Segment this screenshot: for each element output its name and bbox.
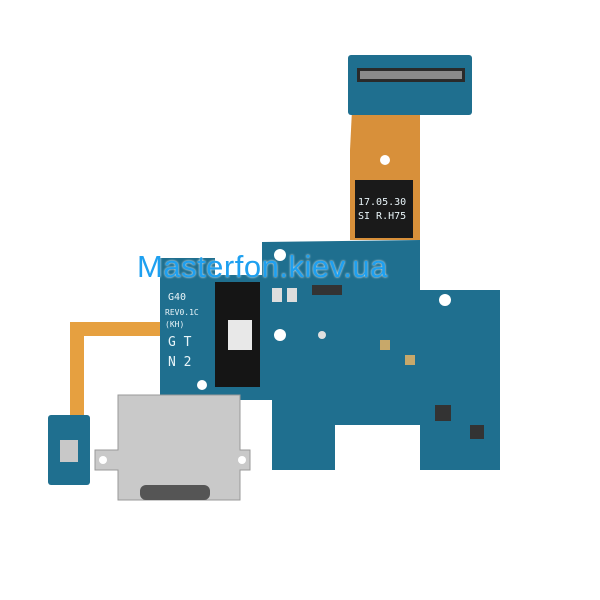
revision-label: REV0.1C bbox=[165, 308, 199, 317]
mount-hole bbox=[439, 294, 451, 306]
top-connector-board bbox=[348, 55, 472, 115]
port-screw-hole bbox=[238, 456, 246, 464]
usb-c-port bbox=[94, 394, 251, 501]
port-screw-hole bbox=[99, 456, 107, 464]
chip-component bbox=[435, 405, 451, 421]
part-code-label: SI R.H75 bbox=[358, 211, 406, 222]
mount-hole bbox=[274, 249, 286, 261]
model-label: G40 bbox=[168, 292, 186, 303]
smd-component bbox=[272, 288, 282, 302]
n2-label: N 2 bbox=[168, 355, 191, 370]
black-stiffener bbox=[355, 180, 413, 238]
mount-hole bbox=[274, 329, 286, 341]
chip-component bbox=[470, 425, 484, 439]
mount-hole bbox=[197, 380, 207, 390]
antenna-connector bbox=[380, 340, 390, 350]
antenna-connector bbox=[405, 355, 415, 365]
connector-pins bbox=[360, 71, 462, 79]
smd-component bbox=[287, 288, 297, 302]
orange-flex-left bbox=[70, 322, 160, 420]
date-code-label: 17.05.30 bbox=[358, 197, 406, 208]
tape-cutout bbox=[228, 320, 252, 350]
watermark: Masterfon.kiev.ua bbox=[137, 249, 388, 284]
solder-pad bbox=[318, 331, 326, 339]
port-opening bbox=[140, 485, 210, 500]
mount-hole bbox=[380, 155, 390, 165]
microphone-component bbox=[60, 440, 78, 462]
variant-label: (KH) bbox=[165, 320, 184, 329]
chip-component bbox=[312, 285, 342, 295]
gt-label: G T bbox=[168, 335, 192, 350]
